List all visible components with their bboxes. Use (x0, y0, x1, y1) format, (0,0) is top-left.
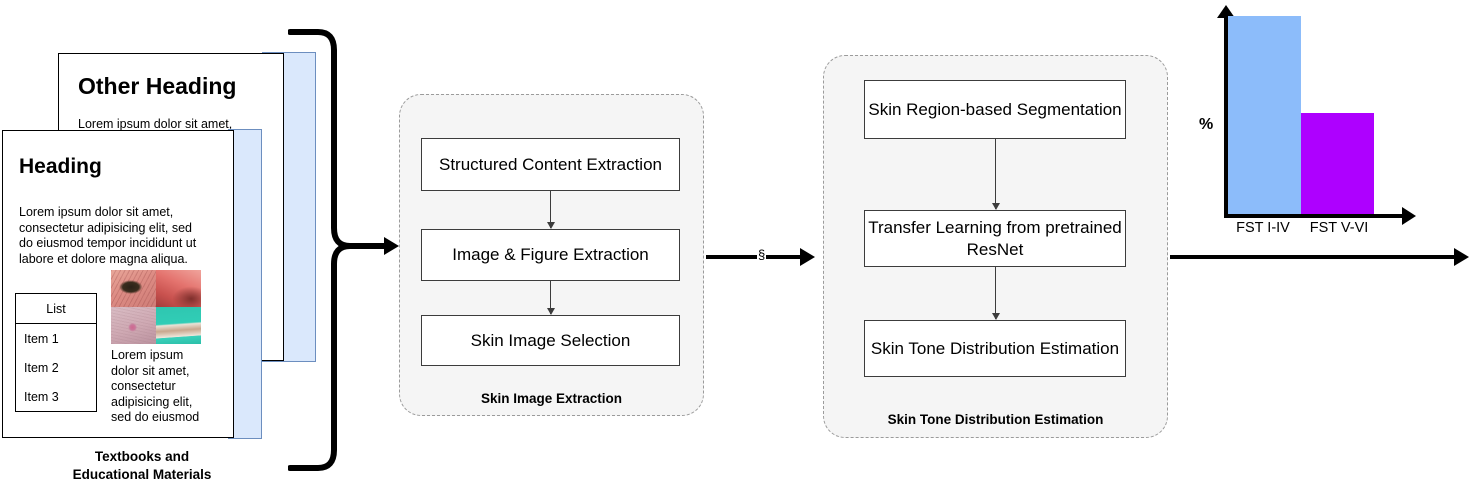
front-page-figure-caption: Lorem ipsum dolor sit amet, consectetur … (111, 348, 200, 424)
chart-y-axis-label: % (1199, 116, 1214, 133)
arrow-step1-to-step2 (546, 191, 555, 229)
skin-lesion-pink-papule-thumbnail (111, 307, 156, 344)
back-page-heading: Other Heading (78, 73, 237, 99)
front-page-body: Lorem ipsum dolor sit amet, consectetur … (19, 205, 197, 266)
skin-image-thumbnail-grid (111, 270, 201, 344)
back-page-body: Lorem ipsum dolor sit amet, (78, 117, 233, 131)
stack-label-line-2: Educational Materials (72, 467, 212, 482)
chart-bar-fst-v-vi (1301, 113, 1374, 214)
skin-lesion-surgical-drape-thumbnail (156, 307, 201, 344)
process-skin-image-selection[interactable]: Skin Image Selection (421, 315, 680, 366)
process-image-figure-extraction[interactable]: Image & Figure Extraction (421, 229, 680, 281)
arrow-step2-to-step3-group2 (991, 267, 1000, 320)
brace-connector (288, 29, 387, 471)
arrow-step2-to-step3 (546, 281, 555, 315)
arrow-step1-to-step2-group2 (991, 139, 1000, 210)
stack-label-line-1: Textbooks and (94, 449, 190, 464)
skin-tone-distribution-chart: % FST I-IV FST V-VI (1196, 4, 1446, 249)
skin-lesion-dark-mole-thumbnail (111, 270, 156, 307)
section-sign-icon: § (757, 247, 767, 262)
list-item: Item 3 (24, 389, 59, 404)
chart-xtick-fst-i-iv: FST I-IV (1236, 220, 1290, 236)
group-label-skin-image-extraction: Skin Image Extraction (480, 391, 623, 406)
front-page-list: List Item 1 Item 2 Item 3 (15, 293, 97, 412)
list-item: Item 2 (24, 360, 59, 375)
skin-lesion-red-inflamed-thumbnail (156, 270, 201, 307)
process-skin-tone-distribution-estimation[interactable]: Skin Tone Distribution Estimation (864, 320, 1126, 377)
front-page-heading: Heading (19, 155, 102, 178)
brace-to-group1-arrow (356, 237, 399, 255)
group-label-skin-tone-distribution-estimation: Skin Tone Distribution Estimation (887, 412, 1104, 427)
list-header: List (16, 294, 96, 324)
process-skin-region-based-segmentation[interactable]: Skin Region-based Segmentation (864, 80, 1126, 139)
group1-to-group2-arrow (706, 248, 815, 266)
list-item: Item 1 (24, 331, 59, 346)
chart-y-axis (1217, 5, 1235, 218)
process-transfer-learning-resnet[interactable]: Transfer Learning from pretrained ResNet (864, 210, 1126, 267)
process-structured-content-extraction[interactable]: Structured Content Extraction (421, 138, 680, 191)
chart-x-axis (1224, 207, 1416, 225)
chart-bar-fst-i-iv (1228, 16, 1301, 214)
chart-xtick-fst-v-vi: FST V-VI (1309, 220, 1369, 236)
output-arrow (1170, 248, 1469, 266)
document-stack-label: Textbooks and Educational Materials (30, 448, 254, 484)
